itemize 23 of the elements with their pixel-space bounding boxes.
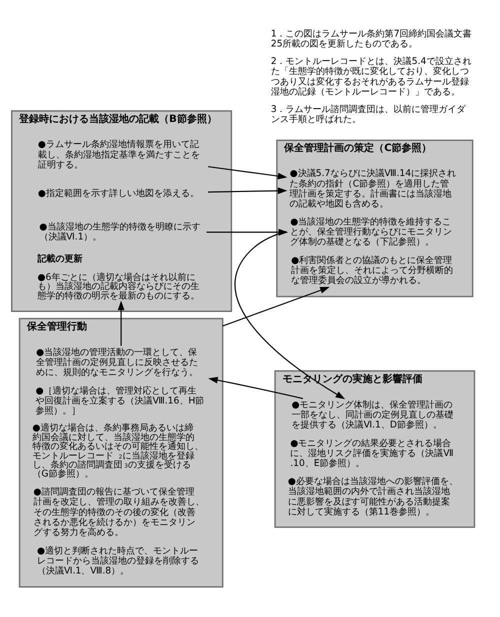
- node-text: ●必要な場合は当該湿地への影響評価を、当該湿地範囲の内外で計画され当該湿地に悪影響を及ぼす可能性がある活動提案に対して実施する（第11巻参照）。: [288, 476, 458, 518]
- arrow: [222, 286, 330, 327]
- node-text: ●当該湿地の生態学的特徴を明瞭に示す（決議Ⅵ.1）。: [39, 221, 200, 243]
- node-text: ●諮問調査団の報告に基づいて保全管理計画を改定し、管理の取り組みを改善し、その生態学的特徴のその後の変化（改善されるか悪化を続けるか）をモニタリングする努力を高める。: [33, 486, 204, 538]
- arrow: [208, 376, 304, 400]
- arrow: [234, 231, 346, 400]
- node-text: ●適切と判断された時点で、モントルーレコードから当該湿地の登録を削除する（決議Ⅵ.1、Ⅷ.8）。: [37, 545, 200, 577]
- node-text: ●ラムサール条約湿地情報票を用いて記載し、条約湿地指定基準を満たすことを証明する。: [38, 139, 200, 170]
- node-text: ●指定範囲を示す詳しい地図を添える。: [38, 188, 199, 199]
- node-text: ●［適切な場合は、管理対応として再生や回復計画を立案する（決議Ⅷ.16、H節参照）。］: [36, 386, 204, 417]
- arrow: [208, 187, 288, 194]
- node-text: 記載の更新 ●6年ごとに（適切な場合はそれ以前にも）当該湿地の記載内容ならびにその生態学的特徴の明示を最新のものにする。: [37, 254, 200, 302]
- node-text: ●利害関係者との協議のもとに保全管理計画を策定し、それによって分野横断的な管理委員会の設立が導かれる。: [291, 255, 454, 286]
- arrow: [118, 300, 124, 346]
- label: 3．ラムサール諮問調査団は、以前に管理ガイダンス手順と呼ばれた。: [270, 104, 466, 125]
- node-text: ●モニタリングの結果必要とされる場合に、湿地リスク評価を実施する（決議Ⅶ.10、E節参照）。: [290, 438, 454, 470]
- arrow: [208, 166, 288, 180]
- label: 1．この図はラムサール条約第7回締約国会議文書25所載の図を更新したものである。: [270, 28, 472, 50]
- label: 2．モントルーレコードとは、決議5.4で設立された「生態学的特徴が既に変化しており、変化しつつあり又は変化するおそれがあるラムサール登録湿地の記録（モントルーレコード）」である。: [270, 56, 472, 98]
- node-text: ●決議5.7ならびに決議Ⅷ.14に採択された条約の指針（C節参照）を適用した管理計画を策定する。計画書には当該湿地の記載や地図も含める。: [290, 168, 456, 210]
- node-text: ●当該湿地の生態学的特徴を維持することが、保全管理行動ならびにモニタリング体制の基礎となる（下記参照）。: [290, 216, 452, 248]
- node-text: ●当該湿地の管理活動の一環として、保全管理計画の定例見直しに反映させるために、規則的なモニタリングを行なう。: [36, 346, 198, 378]
- node-text: ●モニタリング体制は、保全管理計画の一部をなし、同計画の定例見直しの基礎を提供する（決議Ⅵ.1、D節参照）。: [292, 399, 454, 431]
